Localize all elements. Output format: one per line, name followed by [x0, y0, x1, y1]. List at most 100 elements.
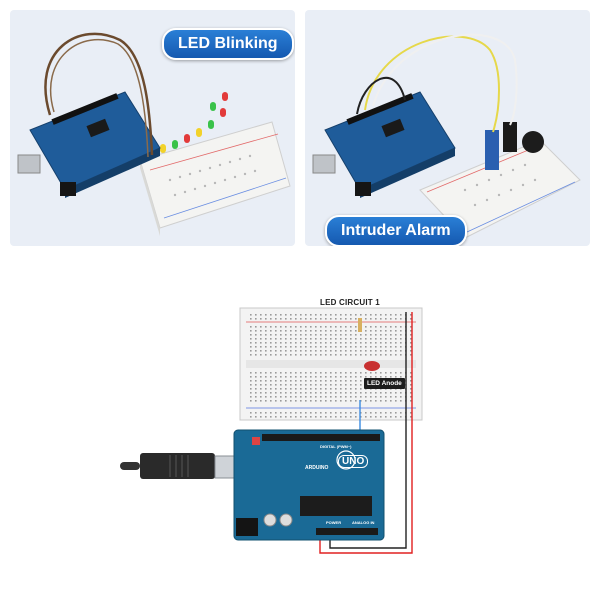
breadboard-hole — [250, 334, 252, 336]
breadboard-hole — [390, 400, 392, 402]
uno-model: UNO — [338, 455, 369, 468]
breadboard-hole — [375, 354, 377, 356]
usb-plug — [140, 453, 215, 479]
breadboard-hole — [250, 314, 252, 316]
breadboard-hole — [315, 416, 317, 418]
breadboard-hole — [345, 350, 347, 352]
breadboard-hole — [380, 318, 382, 320]
breadboard-hole — [285, 346, 287, 348]
breadboard-hole — [330, 342, 332, 344]
breadboard-hole — [260, 350, 262, 352]
breadboard-hole — [330, 372, 332, 374]
breadboard-hole — [350, 334, 352, 336]
breadboard-hole — [250, 350, 252, 352]
breadboard-hole — [270, 338, 272, 340]
breadboard-hole — [345, 380, 347, 382]
breadboard-hole — [340, 372, 342, 374]
breadboard-hole — [320, 392, 322, 394]
breadboard-hole — [300, 334, 302, 336]
resistor — [358, 318, 362, 332]
breadboard-hole — [270, 326, 272, 328]
breadboard-hole — [255, 346, 257, 348]
breadboard-hole — [280, 354, 282, 356]
breadboard-hole — [390, 318, 392, 320]
breadboard-hole — [380, 346, 382, 348]
breadboard-hole — [255, 354, 257, 356]
breadboard-hole — [390, 346, 392, 348]
breadboard-hole — [260, 346, 262, 348]
breadboard-hole — [365, 416, 367, 418]
breadboard-hole — [300, 346, 302, 348]
breadboard-hole — [365, 412, 367, 414]
analog-header — [316, 528, 378, 535]
breadboard-hole — [350, 372, 352, 374]
breadboard-hole — [295, 400, 297, 402]
breadboard-hole — [330, 376, 332, 378]
breadboard-hole — [385, 346, 387, 348]
breadboard-hole — [265, 338, 267, 340]
breadboard-hole — [270, 372, 272, 374]
breadboard-hole — [345, 314, 347, 316]
breadboard-hole — [320, 372, 322, 374]
breadboard-hole — [375, 396, 377, 398]
breadboard-hole — [360, 388, 362, 390]
breadboard-hole — [295, 392, 297, 394]
breadboard-hole — [295, 318, 297, 320]
breadboard-hole — [270, 354, 272, 356]
breadboard-hole — [325, 392, 327, 394]
breadboard-hole — [315, 354, 317, 356]
breadboard-hole — [365, 350, 367, 352]
breadboard-hole — [330, 396, 332, 398]
breadboard-hole — [410, 326, 412, 328]
breadboard-hole — [325, 354, 327, 356]
breadboard-hole — [255, 372, 257, 374]
breadboard-hole — [350, 380, 352, 382]
breadboard-hole — [320, 314, 322, 316]
breadboard-hole — [395, 412, 397, 414]
breadboard-hole — [350, 376, 352, 378]
breadboard-hole — [395, 326, 397, 328]
breadboard-hole — [285, 376, 287, 378]
breadboard-hole — [380, 392, 382, 394]
breadboard-hole — [325, 342, 327, 344]
breadboard-hole — [335, 376, 337, 378]
breadboard-hole — [320, 318, 322, 320]
breadboard-hole — [265, 326, 267, 328]
intruder-alarm-label: Intruder Alarm — [325, 215, 467, 246]
breadboard-hole — [375, 346, 377, 348]
breadboard-hole — [340, 392, 342, 394]
breadboard-hole — [395, 416, 397, 418]
breadboard-hole — [310, 314, 312, 316]
breadboard-hole — [285, 318, 287, 320]
breadboard-hole — [410, 392, 412, 394]
breadboard-hole — [345, 400, 347, 402]
breadboard-hole — [280, 326, 282, 328]
breadboard-hole — [400, 400, 402, 402]
breadboard-hole — [275, 384, 277, 386]
breadboard-hole — [355, 396, 357, 398]
breadboard-hole — [355, 400, 357, 402]
breadboard-hole — [400, 416, 402, 418]
breadboard-hole — [250, 346, 252, 348]
breadboard-hole — [320, 330, 322, 332]
breadboard-hole — [310, 350, 312, 352]
breadboard-hole — [350, 416, 352, 418]
breadboard-hole — [300, 330, 302, 332]
breadboard-hole — [395, 400, 397, 402]
breadboard-hole — [410, 412, 412, 414]
breadboard-hole — [335, 388, 337, 390]
breadboard-hole — [320, 338, 322, 340]
breadboard-hole — [315, 350, 317, 352]
breadboard-hole — [310, 338, 312, 340]
breadboard-hole — [340, 334, 342, 336]
breadboard-hole — [365, 372, 367, 374]
breadboard-hole — [315, 384, 317, 386]
breadboard-hole — [315, 338, 317, 340]
breadboard-hole — [385, 372, 387, 374]
breadboard-hole — [355, 342, 357, 344]
breadboard-hole — [295, 412, 297, 414]
breadboard-hole — [255, 376, 257, 378]
breadboard-hole — [325, 326, 327, 328]
breadboard-hole — [375, 416, 377, 418]
breadboard-hole — [370, 350, 372, 352]
